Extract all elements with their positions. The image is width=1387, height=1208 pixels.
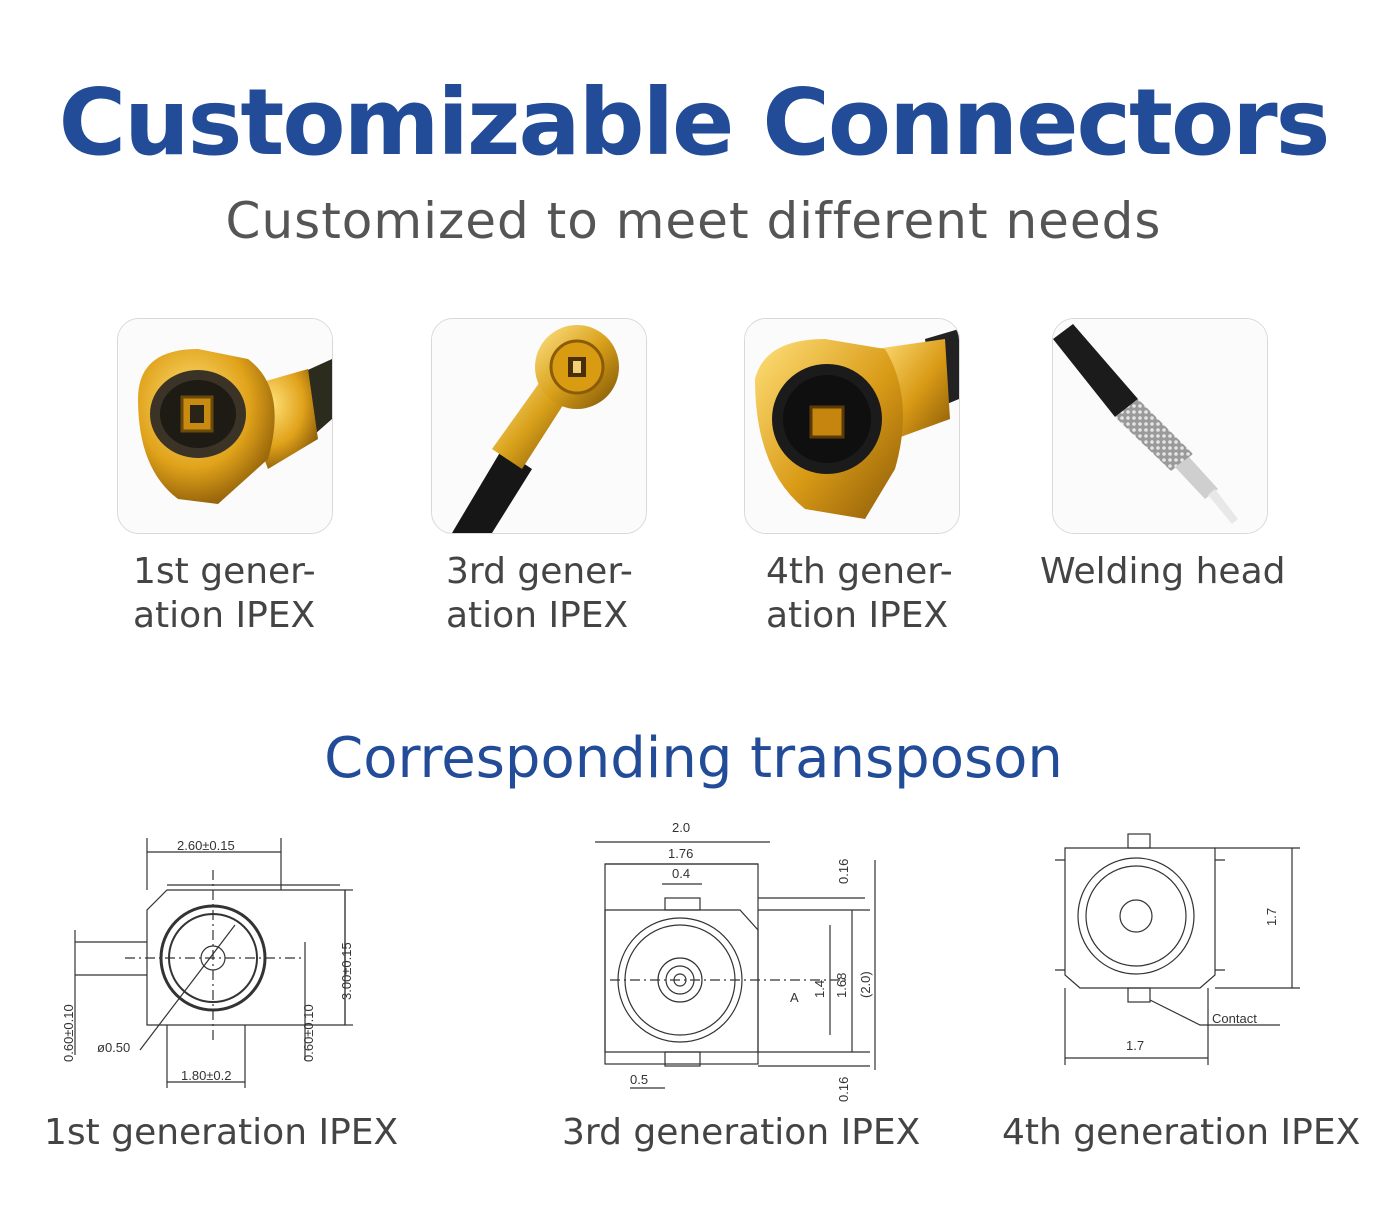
- ipex-gen1-photo: [117, 318, 333, 534]
- drawing-label: 3rd generation IPEX: [562, 1112, 921, 1153]
- drawing-label: 1st generation IPEX: [44, 1112, 399, 1153]
- welding-head-photo: [1052, 318, 1268, 534]
- product-label: 1st gener- ation IPEX: [133, 551, 316, 636]
- drawing-label: 4th generation IPEX: [1002, 1112, 1361, 1153]
- page-title: Customizable Connectors: [58, 69, 1331, 176]
- dim-h: 0.16: [836, 1077, 851, 1102]
- dim-dia: ø0.50: [97, 1040, 130, 1055]
- page-subtitle: Customized to meet different needs: [225, 192, 1162, 250]
- product-label: 3rd gener- ation IPEX: [446, 551, 633, 636]
- dim-right: 3.00±0.15: [339, 942, 354, 1000]
- dim-i: A: [790, 990, 799, 1005]
- dim-c: 0.16: [836, 859, 851, 884]
- product-label: Welding head: [1040, 551, 1286, 592]
- contact-label: Contact: [1212, 1011, 1257, 1026]
- gen1-technical-drawing: 2.60±0.15 3.00±0.15 0.60±0.10 0.60±0.10 …: [61, 838, 354, 1088]
- dim-right2: 0.60±0.10: [301, 1004, 316, 1062]
- dim-d: 1.4: [812, 980, 827, 998]
- dim-top: 2.60±0.15: [177, 838, 235, 853]
- dim-left: 0.60±0.10: [61, 1004, 76, 1062]
- ipex-gen4-photo: [744, 318, 960, 534]
- dim-bottom: 1.7: [1126, 1038, 1144, 1053]
- product-label: 4th gener- ation IPEX: [766, 551, 953, 636]
- dim-a-top: 2.0: [672, 820, 690, 835]
- section-title: Corresponding transposon: [324, 726, 1063, 791]
- dim-right: 1.7: [1264, 908, 1279, 926]
- ipex-gen3-photo: [431, 318, 647, 534]
- dim-e: 1.68: [834, 973, 849, 998]
- dim-b: 0.4: [672, 866, 690, 881]
- gen4-technical-drawing: 1.7 1.7 Contact: [1055, 833, 1300, 1065]
- gen3-technical-drawing: 2.0 1.76 0.4 0.16 1.4 1.68 (2.0) 0.16 A …: [595, 820, 876, 1102]
- dim-g: 0.5: [630, 1072, 648, 1087]
- dim-a: 1.76: [668, 846, 693, 861]
- dim-bottom: 1.80±0.2: [181, 1068, 232, 1083]
- dim-f: (2.0): [858, 971, 873, 998]
